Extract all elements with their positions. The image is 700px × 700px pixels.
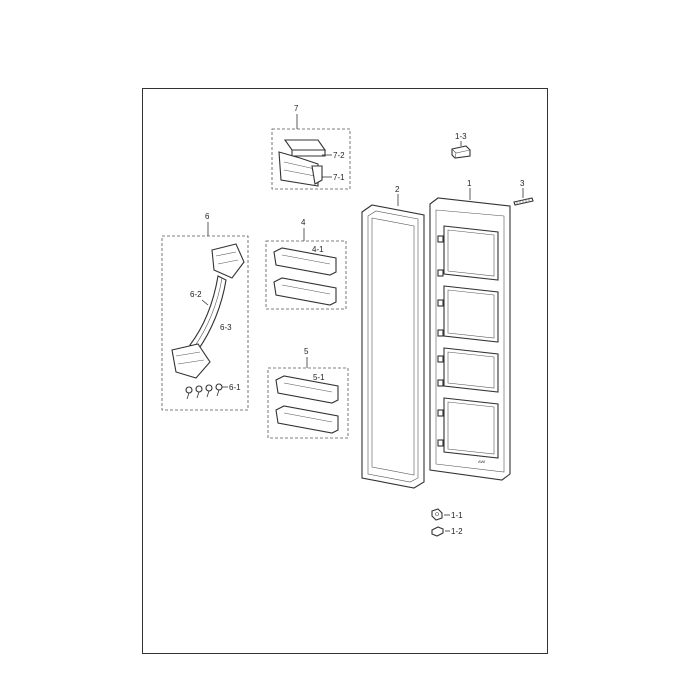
bin-4-1-upper [273,247,337,276]
group-4-box [265,240,347,310]
door-hinge-tabs [437,235,444,447]
group-4: 4 4-1 [265,218,347,310]
callout-5: 5 [304,347,309,356]
part-1-2: 1-2 [431,526,463,537]
door-mark: AWI [478,459,485,464]
group-6-box [161,235,249,411]
group-7: 7 7-2 7-1 [271,104,351,190]
callout-6-1: 6-1 [229,383,241,392]
group-5: 5 5-1 [267,347,349,439]
leader-6-2 [201,299,209,306]
bin-7-1 [278,151,323,187]
door-shelf-frames [443,225,499,459]
door-1: 1 AWI [429,179,511,481]
group-5-box [267,367,349,439]
callout-7: 7 [294,104,299,113]
callout-4-1: 4-1 [312,245,324,254]
bracket-7-2 [283,139,327,157]
callout-1-1: 1-1 [451,511,463,520]
callout-7-2: 7-2 [333,151,345,160]
screws-6-1 [185,383,223,400]
callout-2: 2 [395,185,400,194]
bin-5-1-lower [275,405,339,434]
cap-1-3: 1-3 [451,132,471,159]
diagram-frame [142,88,548,654]
bin-5-1-upper [275,375,339,404]
callout-1: 1 [467,179,472,188]
callout-7-1: 7-1 [333,173,345,182]
gasket-2: 2 [361,185,425,489]
callout-6-2: 6-2 [190,290,202,299]
group-6: 6 6-2 6-3 6-1 [161,212,249,411]
callout-4: 4 [301,218,306,227]
pin-3: 3 [513,179,534,206]
callout-1-3: 1-3 [455,132,467,141]
bin-4-1-lower [273,277,337,306]
callout-1-2: 1-2 [451,527,463,536]
callout-6: 6 [205,212,210,221]
callout-6-3: 6-3 [220,323,232,332]
callout-3: 3 [520,179,525,188]
handle-6-3 [171,243,245,379]
part-1-1: 1-1 [431,508,463,521]
callout-5-1: 5-1 [313,373,325,382]
group-7-box [271,128,351,190]
